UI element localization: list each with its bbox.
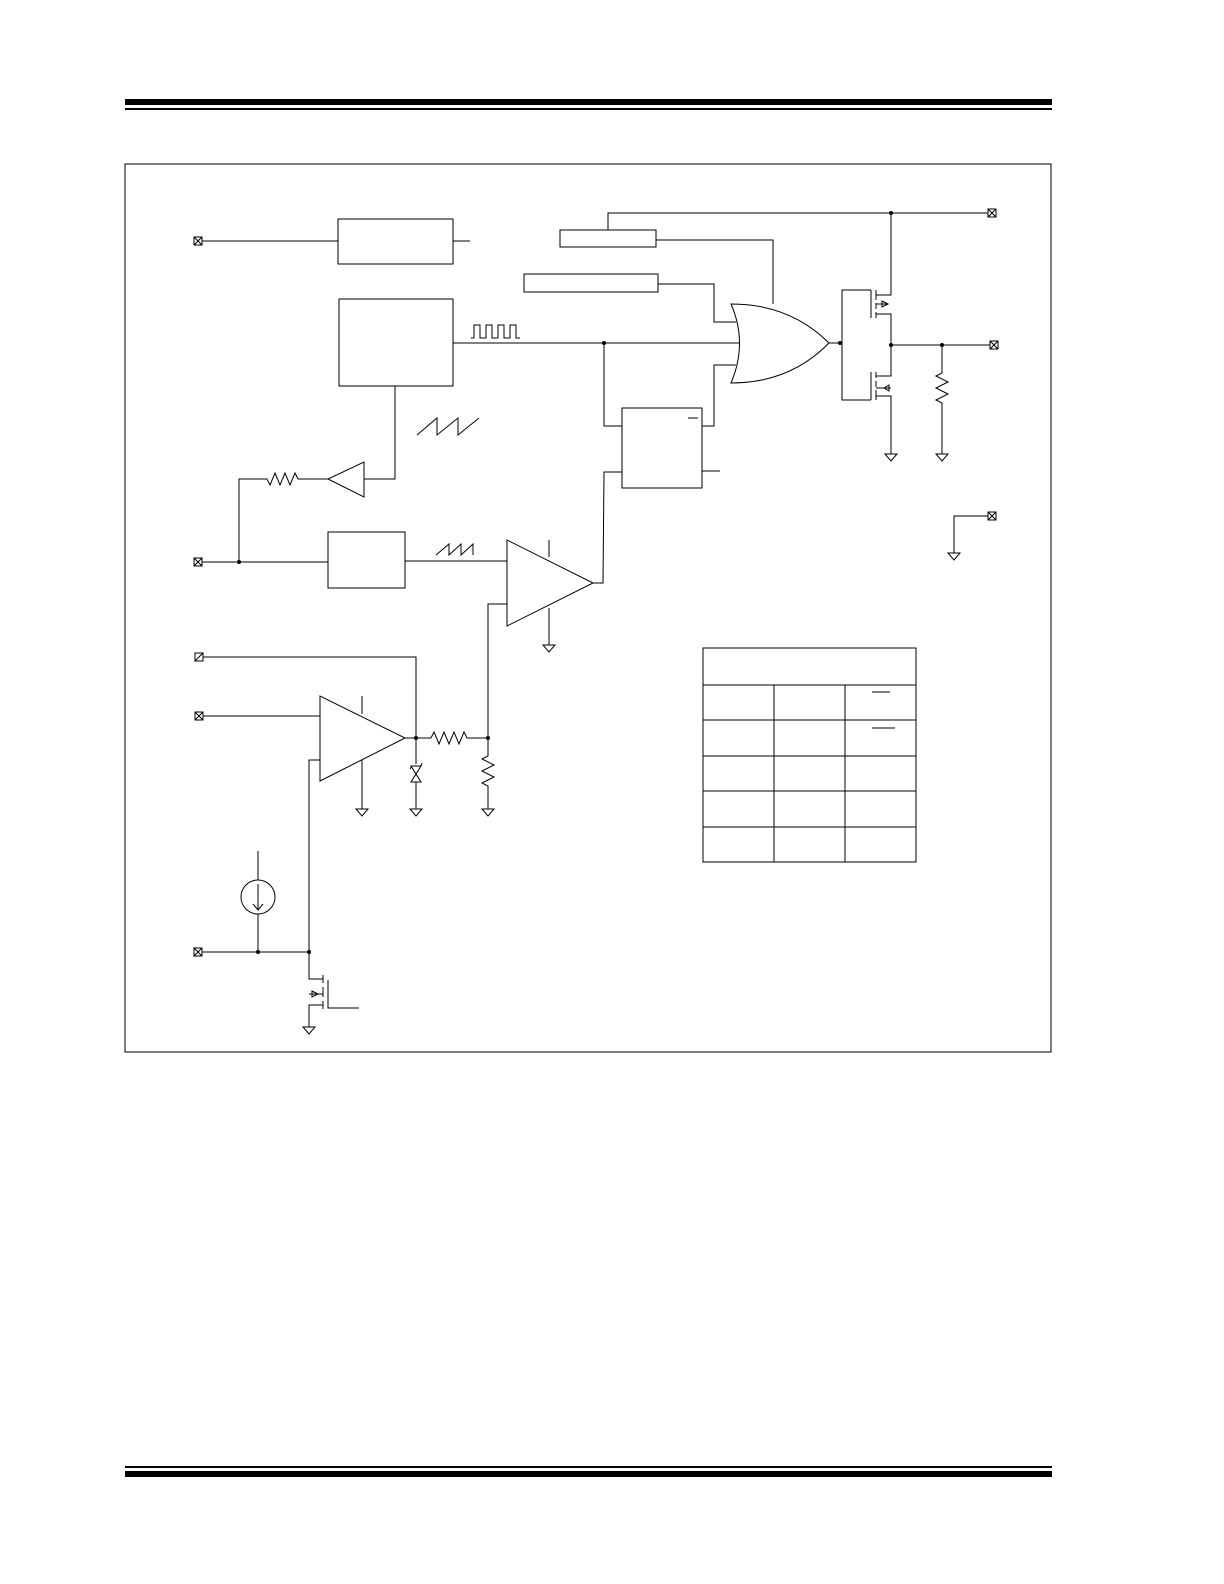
header-rule-thick (125, 99, 1052, 105)
latch-block (621, 407, 703, 489)
wire-comparator-out (593, 471, 622, 584)
reference-block-second (523, 273, 659, 293)
error-amplifier-triangle (319, 695, 407, 782)
ramp-block (327, 531, 406, 589)
footer-rule-thin (125, 1466, 1052, 1468)
truth-table (702, 647, 917, 863)
block-top-left (337, 218, 454, 265)
resistor-divider (480, 738, 496, 809)
ground-zener (408, 808, 424, 817)
mosfet-high-side (870, 213, 892, 343)
junction-lower-3a (256, 950, 260, 954)
pin-ground-right (987, 511, 997, 521)
sawtooth-symbol-small (435, 542, 474, 557)
header-rule-thin (125, 108, 1052, 110)
pin-lower-2 (194, 711, 204, 721)
ground-output (934, 453, 950, 462)
wire-erramp-plus (308, 759, 320, 952)
erramp-ground (354, 808, 370, 817)
wire-vin-top (607, 212, 988, 230)
oscillator-block (338, 298, 454, 387)
wire-comparator-minus (487, 603, 507, 738)
pulse-train-symbol (471, 324, 520, 339)
wire-lower-1 (203, 656, 417, 738)
pin-lower-1 (194, 652, 204, 662)
pin-top-left (193, 236, 203, 246)
zener-clamp (409, 738, 423, 809)
gate-drive-bracket (841, 289, 871, 401)
comparator-triangle (506, 539, 595, 627)
sawtooth-symbol-large (416, 416, 480, 437)
wire-osc-to-buffer (364, 386, 396, 480)
ground-divider (480, 808, 496, 817)
pin-middle-left (193, 557, 203, 567)
or-gate (730, 303, 830, 384)
wire-ref1-to-or (656, 239, 774, 304)
comparator-ground (541, 644, 557, 653)
reference-block-top (559, 229, 657, 248)
buffer-triangle (326, 461, 365, 498)
resistor-series (430, 730, 488, 746)
wire-ref2-to-or (658, 283, 736, 323)
junction-middle-left (237, 560, 241, 564)
junction-output-a (889, 343, 893, 347)
wire-osc-to-latch (603, 343, 622, 427)
mosfet-soft-start (308, 952, 359, 1027)
pin-top-right (987, 208, 997, 218)
ground-mosfet (883, 453, 899, 462)
mosfet-low-side (870, 343, 892, 454)
resistor-feedback (238, 471, 301, 562)
wire-ground-pin (953, 515, 988, 553)
ground-symbol-pin (946, 552, 962, 561)
junction-or-out (838, 341, 842, 345)
pin-output (989, 340, 999, 350)
current-source-arrow (252, 884, 264, 911)
footer-rule-thick (125, 1471, 1052, 1477)
wire-latch-q-to-or (702, 364, 736, 427)
ground-soft-start (301, 1026, 317, 1035)
resistor-output-pulldown (934, 345, 950, 454)
pin-lower-3 (193, 947, 203, 957)
figure-frame (124, 163, 1052, 1053)
